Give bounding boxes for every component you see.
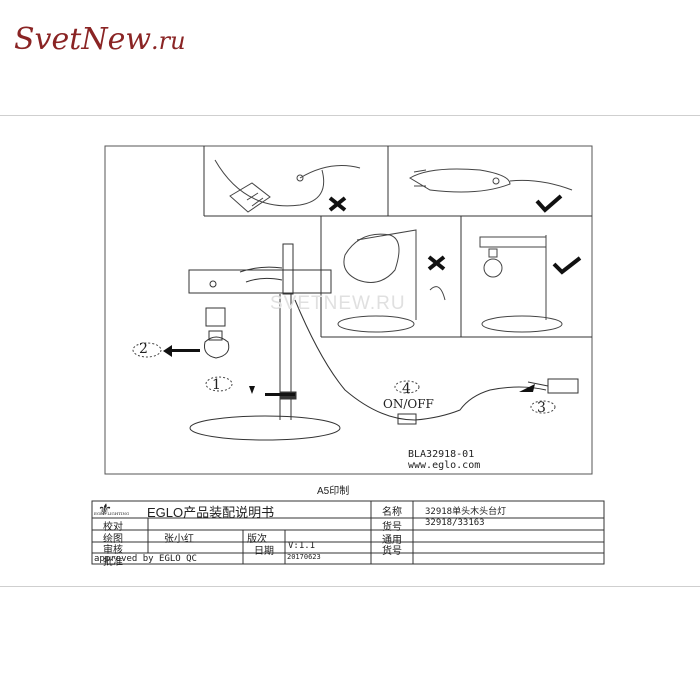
lamp-base bbox=[189, 415, 341, 441]
step-circle bbox=[205, 376, 233, 392]
title-block-grid bbox=[91, 500, 605, 565]
light-bulb bbox=[204, 336, 230, 359]
website-text: www.eglo.com bbox=[408, 460, 481, 471]
arrow-icon bbox=[163, 345, 172, 357]
arrow-icon bbox=[172, 349, 200, 352]
print-size-label: A5印制 bbox=[317, 486, 350, 497]
step-circle bbox=[394, 380, 420, 394]
title-block: ⚜ EGLO LIGHTING EGLO产品装配说明书 校对 绘图 审核 批准 … bbox=[92, 500, 604, 568]
version-value: V:1.1 bbox=[288, 541, 316, 551]
arrow-icon bbox=[519, 384, 535, 392]
row-label-check: 校对 bbox=[103, 522, 123, 533]
date-value: 20170623 bbox=[287, 553, 321, 561]
arm-bracket bbox=[282, 243, 294, 295]
step-1-label: 1 bbox=[212, 377, 221, 393]
wrong-usage-illustration bbox=[337, 229, 446, 333]
model-code: BLA32918-01 bbox=[408, 449, 475, 460]
page-frame bbox=[0, 115, 700, 587]
power-cable bbox=[294, 299, 416, 421]
name-label: 名称 bbox=[382, 507, 402, 518]
arrow-icon bbox=[265, 393, 295, 396]
cross-icon bbox=[328, 196, 347, 212]
version-label: 版次 bbox=[247, 534, 267, 545]
name-value: 32918单头木头台灯 bbox=[425, 507, 507, 517]
row-label-draw: 绘图 bbox=[103, 534, 123, 545]
right-usage-illustration bbox=[479, 235, 563, 333]
general-item-label: 货号 bbox=[382, 546, 402, 557]
lamp-holder bbox=[205, 307, 226, 327]
step-circle bbox=[132, 342, 162, 358]
approved-text: approved by EGLO QC bbox=[94, 554, 197, 564]
cross-icon bbox=[427, 255, 446, 271]
drawer-name: 张小红 bbox=[164, 534, 194, 545]
switch-label: ON/OFF bbox=[383, 397, 434, 411]
watermark-text: SVETNEW.RU bbox=[270, 293, 406, 314]
maker-label: EGLO LIGHTING bbox=[94, 511, 130, 516]
check-icon bbox=[535, 194, 563, 213]
site-logo[interactable]: SvetNew.ru bbox=[14, 22, 186, 57]
step-4-label: 4 bbox=[402, 381, 411, 397]
row-label-approve: 批准 bbox=[103, 557, 123, 568]
item-value: 32918/33163 bbox=[425, 518, 485, 528]
eglo-logo-icon: ⚜ bbox=[96, 500, 111, 519]
wrong-wiring-illustration bbox=[214, 159, 361, 213]
row-label-review: 审核 bbox=[103, 545, 123, 556]
right-wiring-illustration bbox=[409, 168, 573, 193]
step-2-label: 2 bbox=[139, 341, 148, 357]
power-cable bbox=[414, 386, 547, 421]
lamp-arm bbox=[188, 269, 332, 294]
drawing-border bbox=[104, 145, 593, 475]
step-3-label: 3 bbox=[537, 400, 546, 416]
date-label: 日期 bbox=[254, 546, 274, 557]
arrow-icon bbox=[249, 386, 255, 394]
wall-socket bbox=[547, 378, 579, 394]
general-label: 通用 bbox=[382, 535, 402, 546]
doc-title: EGLO产品装配说明书 bbox=[147, 505, 275, 520]
step-circle bbox=[530, 400, 556, 414]
check-icon bbox=[552, 256, 582, 275]
item-label: 货号 bbox=[382, 522, 402, 533]
